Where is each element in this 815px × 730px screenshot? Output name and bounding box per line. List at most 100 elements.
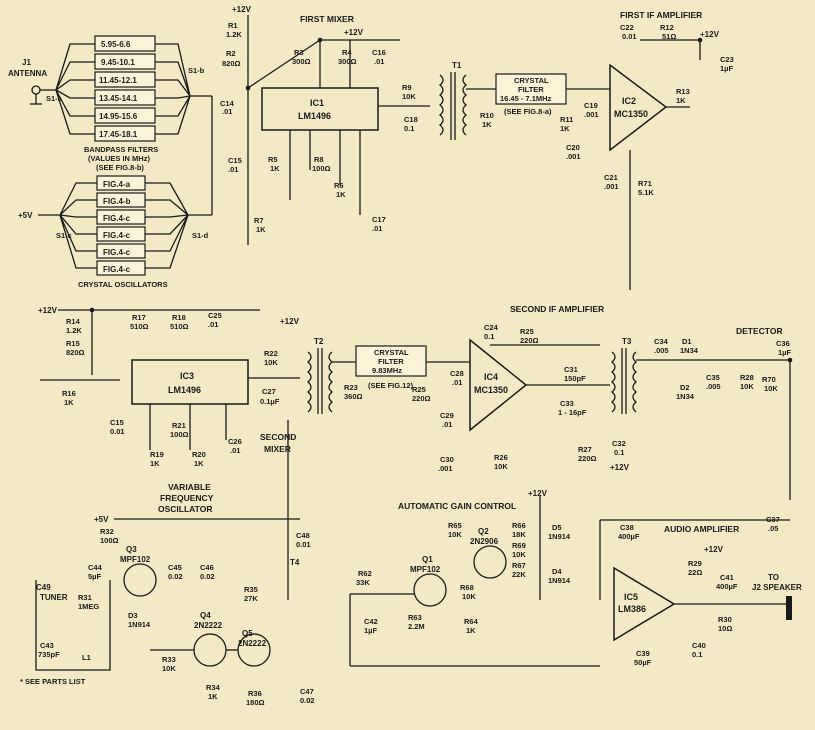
comp-ref: C43	[40, 641, 54, 650]
comp-value: 0.02	[200, 572, 215, 581]
comp-value: 0.1	[614, 448, 624, 457]
comp-ref: D1	[682, 337, 692, 346]
comp-value: 1MEG	[78, 602, 99, 611]
comp-ref: Q4	[200, 611, 211, 620]
comp-ref: C32	[612, 439, 626, 448]
comp-value: .05	[768, 524, 778, 533]
ic1-chip	[261, 87, 379, 131]
comp-ref: C17	[372, 215, 386, 224]
crystal-filter-2-note: (SEE FIG.12)	[368, 381, 414, 390]
antenna-j1: J1 ANTENNA	[8, 58, 56, 105]
comp-value: 1K	[676, 96, 686, 105]
switch-s1a-label: S1-a	[46, 94, 63, 103]
comp-value: 1K	[208, 692, 218, 701]
comp-value: 220Ω	[412, 394, 431, 403]
comp-value: 33K	[356, 578, 370, 587]
supply-label: +12V	[610, 463, 630, 472]
bandpass-range: 14.95-15.6	[99, 112, 138, 121]
comp-ref: R32	[100, 527, 114, 536]
vfo-title: OSCILLATOR	[158, 504, 212, 514]
comp-ref: D4	[552, 567, 562, 576]
comp-ref: R3	[294, 48, 304, 57]
bandpass-filter-bank: 5.95-6.6 9.45-10.1 11.45-12.1 13.45-14.1…	[55, 35, 212, 172]
bandpass-range: 13.45-14.1	[99, 94, 138, 103]
crystal-osc-caption: CRYSTAL OSCILLATORS	[78, 280, 168, 289]
comp-ref: R27	[578, 445, 592, 454]
q3-transistor	[123, 563, 157, 597]
comp-ref: R35	[244, 585, 258, 594]
junction-dot	[787, 357, 793, 363]
comp-value: 100Ω	[170, 430, 189, 439]
comp-value: 1K	[270, 164, 280, 173]
comp-value: 2N2906	[470, 537, 499, 546]
comp-value: 2N2222	[238, 639, 267, 648]
supply-5v-label: +5V	[18, 211, 33, 220]
comp-value: 735pF	[38, 650, 60, 659]
comp-value: 10K	[264, 358, 278, 367]
bandpass-range: 11.45-12.1	[99, 76, 137, 85]
comp-value: 1K	[150, 459, 160, 468]
comp-ref: C25	[208, 311, 222, 320]
comp-ref: R30	[718, 615, 732, 624]
comp-value: 2.2M	[408, 622, 425, 631]
comp-ref: R63	[408, 613, 422, 622]
comp-ref: R17	[132, 313, 146, 322]
junction-dot	[89, 307, 95, 313]
comp-ref: R11	[560, 115, 573, 124]
comp-value: 1K	[466, 626, 476, 635]
supply-label: +12V	[344, 28, 364, 37]
ic1-part: LM1496	[298, 111, 331, 121]
comp-ref: R33	[162, 655, 176, 664]
comp-value: 300Ω	[292, 57, 311, 66]
comp-ref: Q2	[478, 527, 489, 536]
comp-value: 1K	[194, 459, 204, 468]
ic4-part: MC1350	[474, 385, 508, 395]
bandpass-caption: BANDPASS FILTERS	[84, 145, 158, 154]
comp-ref: R29	[688, 559, 702, 568]
comp-value: .01	[230, 446, 240, 455]
q2-transistor	[473, 545, 507, 579]
comp-ref: C19	[584, 101, 598, 110]
comp-ref: D2	[680, 383, 690, 392]
comp-value: 1K	[482, 120, 492, 129]
comp-value: 1µF	[720, 64, 733, 73]
comp-ref: R16	[62, 389, 76, 398]
comp-ref: C49	[36, 583, 51, 592]
ic3-chip	[131, 359, 249, 405]
transformer-label: T1	[452, 61, 462, 70]
comp-value: 1K	[256, 225, 266, 234]
vfo-title: VARIABLE	[168, 482, 211, 492]
comp-value: 22K	[512, 570, 526, 579]
supply-label: +12V	[38, 306, 58, 315]
comp-value: 220Ω	[520, 336, 539, 345]
comp-value: 510Ω	[130, 322, 149, 331]
comp-value: 1N34	[676, 392, 695, 401]
bandpass-range: 5.95-6.6	[101, 40, 131, 49]
comp-value: .01	[374, 57, 384, 66]
comp-ref: R62	[358, 569, 372, 578]
comp-ref: L1	[82, 653, 91, 662]
comp-ref: R31	[78, 593, 92, 602]
comp-ref: C26	[228, 437, 242, 446]
comp-ref: C28	[450, 369, 464, 378]
comp-value: 27K	[244, 594, 258, 603]
comp-value: 1N34	[680, 346, 699, 355]
comp-ref: C15	[110, 418, 124, 427]
comp-value: 1µF	[778, 348, 791, 357]
supply-label: +12V	[232, 5, 252, 14]
comp-ref: R66	[512, 521, 526, 530]
comp-ref: C41	[720, 573, 734, 582]
comp-value: .01	[222, 107, 232, 116]
comp-value: MPF102	[410, 565, 441, 574]
crystal-osc-label: FIG.4-c	[103, 265, 131, 274]
comp-value: 400µF	[618, 532, 640, 541]
comp-ref: R22	[264, 349, 278, 358]
comp-value: 1K	[336, 190, 346, 199]
comp-ref: C47	[300, 687, 314, 696]
comp-ref: R9	[402, 83, 412, 92]
comp-ref: D5	[552, 523, 562, 532]
comp-value: 22Ω	[688, 568, 702, 577]
switch-s1c-label: S1-c	[56, 231, 72, 240]
comp-ref: R10	[480, 111, 494, 120]
comp-value: .01	[452, 378, 462, 387]
